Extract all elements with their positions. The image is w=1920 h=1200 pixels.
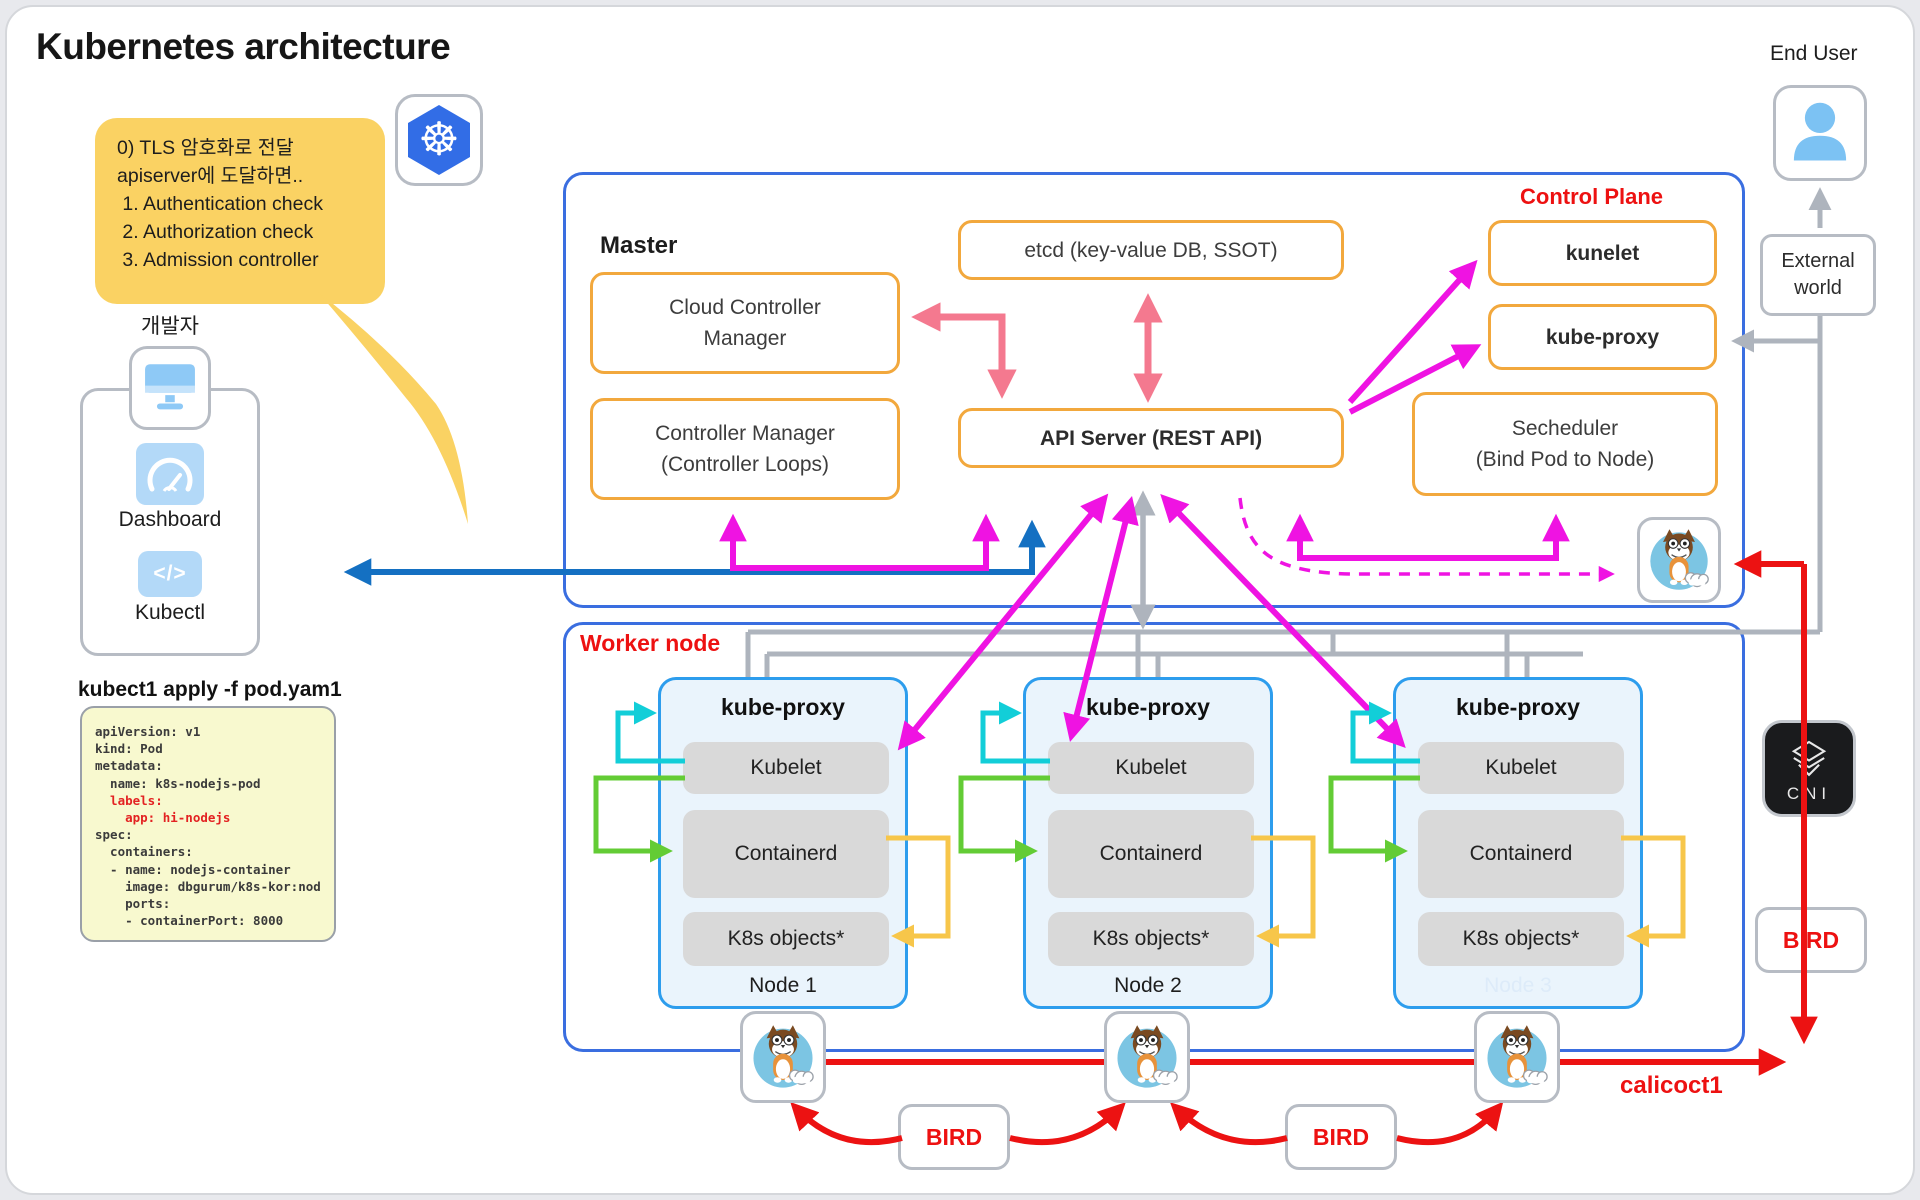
pod-yaml-code-block: apiVersion: v1 kind: Pod metadata: name:… xyxy=(80,706,336,942)
bird-label: BIRD xyxy=(1782,926,1840,953)
dashboard-icon xyxy=(136,443,204,505)
code-line: - containerPort: 8000 xyxy=(95,913,284,929)
external-world-line2: world xyxy=(1794,277,1842,299)
external-world-line1: External xyxy=(1781,250,1855,272)
kubectl-command-title: kubect1 apply -f pod.yam1 xyxy=(78,678,342,701)
cni-label: CNI xyxy=(1786,783,1832,803)
controller-manager-line2: (Controller Loops) xyxy=(660,453,830,476)
bird-box-1: BIRD xyxy=(898,1104,1010,1170)
bird-box-2: BIRD xyxy=(1285,1104,1397,1170)
node-1-box: kube-proxy Kubelet Containerd K8s object… xyxy=(658,677,908,1009)
bird-label: BIRD xyxy=(1312,1123,1370,1150)
scheduler-line2: (Bind Pod to Node) xyxy=(1475,448,1655,471)
control-plane-label: Control Plane xyxy=(1520,184,1664,209)
kube-proxy-control-plane-label: kube-proxy xyxy=(1545,325,1660,349)
end-user-label: End User xyxy=(1770,42,1858,65)
node-2-label: Node 2 xyxy=(1114,974,1182,997)
node-1-kube-proxy-label: kube-proxy xyxy=(721,694,845,720)
dashboard-label: Dashboard xyxy=(118,508,222,531)
kunelet-box: kunelet xyxy=(1488,220,1717,286)
developer-label: 개발자 xyxy=(141,315,199,338)
bird-label: BIRD xyxy=(925,1123,983,1150)
kube-proxy-control-plane-box: kube-proxy xyxy=(1488,304,1717,370)
scheduler-box: Secheduler (Bind Pod to Node) xyxy=(1412,392,1718,496)
controller-manager-line1: Controller Manager xyxy=(655,422,835,445)
node-2-kubelet: Kubelet xyxy=(1048,742,1254,794)
kubernetes-logo-icon: ☸ xyxy=(395,94,483,186)
code-line: app: hi-nodejs xyxy=(95,810,231,826)
monitor-icon xyxy=(129,346,211,430)
node-2-kube-proxy-label: kube-proxy xyxy=(1086,694,1210,720)
kunelet-label: kunelet xyxy=(1565,241,1640,265)
code-line: ports: xyxy=(95,896,171,912)
node-3-box: kube-proxy Kubelet Containerd K8s object… xyxy=(1393,677,1643,1009)
code-line: labels: xyxy=(95,792,163,808)
node-2-containerd: Containerd xyxy=(1048,810,1254,898)
code-line: - name: nodejs-container xyxy=(95,861,291,877)
node-3-kubelet: Kubelet xyxy=(1418,742,1624,794)
node-1-k8s-objects: K8s objects* xyxy=(683,912,889,966)
node-1-kubelet: Kubelet xyxy=(683,742,889,794)
etcd-box: etcd (key-value DB, SSOT) xyxy=(958,220,1344,280)
bubble-line: 0) TLS 암호화로 전달 xyxy=(117,137,294,159)
calicoctl-label: calicoct1 xyxy=(1620,1072,1723,1099)
node-3-k8s-objects: K8s objects* xyxy=(1418,912,1624,966)
etcd-label: etcd (key-value DB, SSOT) xyxy=(1024,238,1278,262)
node-1-label: Node 1 xyxy=(749,974,817,997)
api-server-box: API Server (REST API) xyxy=(958,408,1344,468)
external-world-box: External world xyxy=(1760,234,1876,316)
api-server-label: API Server (REST API) xyxy=(1039,426,1263,450)
tls-note-bubble: 0) TLS 암호화로 전달 apiserver에 도달하면.. 1. Auth… xyxy=(95,118,385,304)
cloud-controller-manager-line1: Cloud Controller xyxy=(669,296,821,319)
node-2-k8s-objects: K8s objects* xyxy=(1048,912,1254,966)
cloud-controller-manager-box: Cloud Controller Manager xyxy=(590,272,900,374)
code-line: kind: Pod xyxy=(95,741,163,757)
node-3-label: Node 3 xyxy=(1484,974,1552,997)
bubble-line: 1. Authentication check xyxy=(117,193,323,215)
kubernetes-hexagon: ☸ xyxy=(408,105,470,175)
code-line: metadata: xyxy=(95,758,163,774)
node-1-containerd: Containerd xyxy=(683,810,889,898)
calico-cat-icon-node-3 xyxy=(1474,1011,1560,1103)
svg-text:☸: ☸ xyxy=(418,112,459,166)
bird-box-right: BIRD xyxy=(1755,907,1867,973)
person-icon xyxy=(1773,85,1867,181)
scheduler-line1: Secheduler xyxy=(1511,417,1619,440)
node-3-kube-proxy-label: kube-proxy xyxy=(1456,694,1580,720)
kubectl-label: Kubectl xyxy=(134,601,206,624)
worker-node-label: Worker node xyxy=(580,630,721,656)
bubble-line: 2. Authorization check xyxy=(117,221,314,243)
bubble-line: 3. Admission controller xyxy=(117,249,319,271)
cloud-controller-manager-line2: Manager xyxy=(703,327,787,350)
code-line: image: dbgurum/k8s-kor:nod xyxy=(95,878,321,894)
developer-box xyxy=(80,388,260,656)
code-line: name: k8s-nodejs-pod xyxy=(95,775,261,791)
code-line: apiVersion: v1 xyxy=(95,724,201,739)
page-title: Kubernetes architecture xyxy=(36,26,451,67)
code-icon: </> xyxy=(138,551,202,597)
calico-cat-icon-control-plane xyxy=(1637,517,1721,603)
master-label: Master xyxy=(600,232,678,259)
calico-cat-icon-node-2 xyxy=(1104,1011,1190,1103)
node-3-containerd: Containerd xyxy=(1418,810,1624,898)
node-2-box: kube-proxy Kubelet Containerd K8s object… xyxy=(1023,677,1273,1009)
cni-icon: CNI xyxy=(1762,720,1856,817)
code-line: containers: xyxy=(95,844,193,860)
controller-manager-box: Controller Manager (Controller Loops) xyxy=(590,398,900,500)
bubble-line: apiserver에 도달하면.. xyxy=(117,165,304,187)
code-line: spec: xyxy=(95,827,133,843)
calico-cat-icon-node-1 xyxy=(740,1011,826,1103)
